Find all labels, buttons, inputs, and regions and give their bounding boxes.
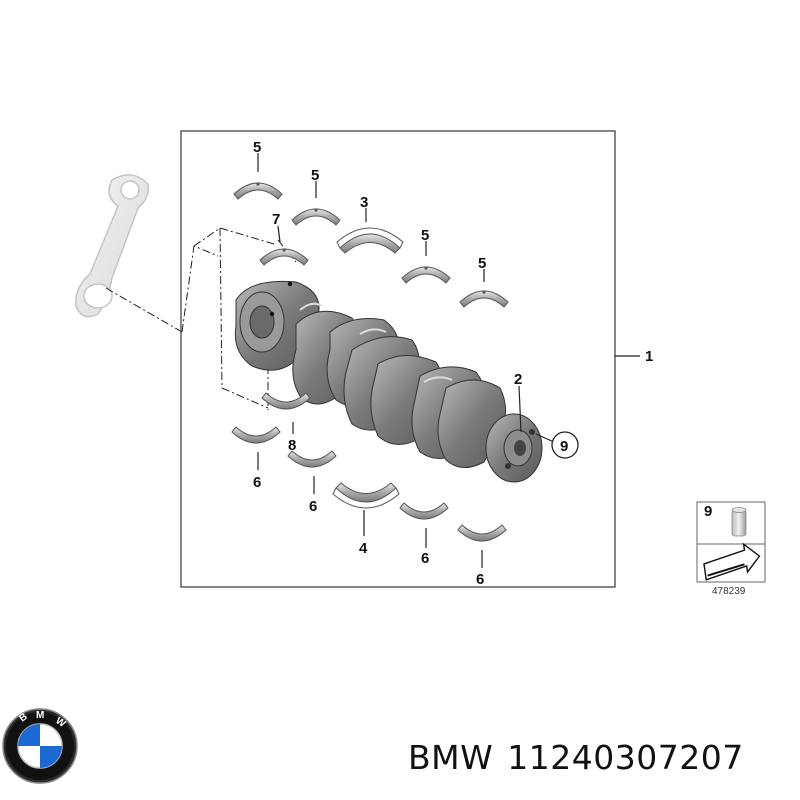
callout-label-3: 3 — [360, 194, 368, 211]
legend-box: 9 — [696, 501, 766, 583]
svg-text:M: M — [36, 710, 44, 721]
callout-label-6c: 6 — [421, 550, 429, 567]
callout-label-1: 1 — [645, 348, 653, 365]
part-number: 11240307207 — [507, 738, 744, 777]
thrust-bearing-lower — [332, 482, 400, 509]
callout-label-7: 7 — [272, 211, 280, 228]
callout-label-6a: 6 — [253, 474, 261, 491]
bmw-logo: B M W — [2, 708, 78, 784]
callout-label-5a: 5 — [253, 139, 261, 156]
rod-bearing-upper — [259, 247, 309, 266]
main-bearing-upper-4 — [459, 289, 509, 308]
callout-circle-9 — [551, 431, 579, 459]
part-caption: BMW 11240307207 — [408, 738, 793, 786]
connecting-rod-illustration — [75, 174, 150, 318]
main-bearing-lower-1 — [231, 426, 281, 444]
assembly-frame — [180, 130, 616, 588]
callout-label-6d: 6 — [476, 571, 484, 588]
diagram-reference-number: 478239 — [712, 586, 746, 597]
thrust-bearing-upper — [336, 227, 404, 254]
callout-label-5d: 5 — [478, 255, 486, 272]
main-bearing-lower-3 — [399, 502, 449, 520]
direction-arrow-icon — [703, 542, 761, 581]
brand-name: BMW — [408, 738, 494, 777]
main-bearing-upper-3 — [401, 265, 451, 284]
legend-number: 9 — [704, 503, 712, 520]
callout-label-5b: 5 — [311, 167, 319, 184]
callout-label-9: 9 — [560, 438, 568, 455]
callout-label-2: 2 — [514, 371, 522, 388]
main-bearing-lower-4 — [457, 524, 507, 542]
callout-label-4: 4 — [359, 540, 368, 557]
leader-lines — [257, 153, 555, 568]
rod-bearing-lower — [261, 392, 311, 410]
main-bearing-upper-2 — [291, 207, 341, 226]
callout-label-6b: 6 — [309, 498, 317, 515]
dowel-pin-icon — [731, 507, 747, 537]
callout-label-5c: 5 — [421, 227, 429, 244]
crankshaft-illustration — [234, 280, 543, 483]
main-bearing-upper-1 — [233, 181, 283, 200]
callout-label-8: 8 — [288, 437, 296, 454]
